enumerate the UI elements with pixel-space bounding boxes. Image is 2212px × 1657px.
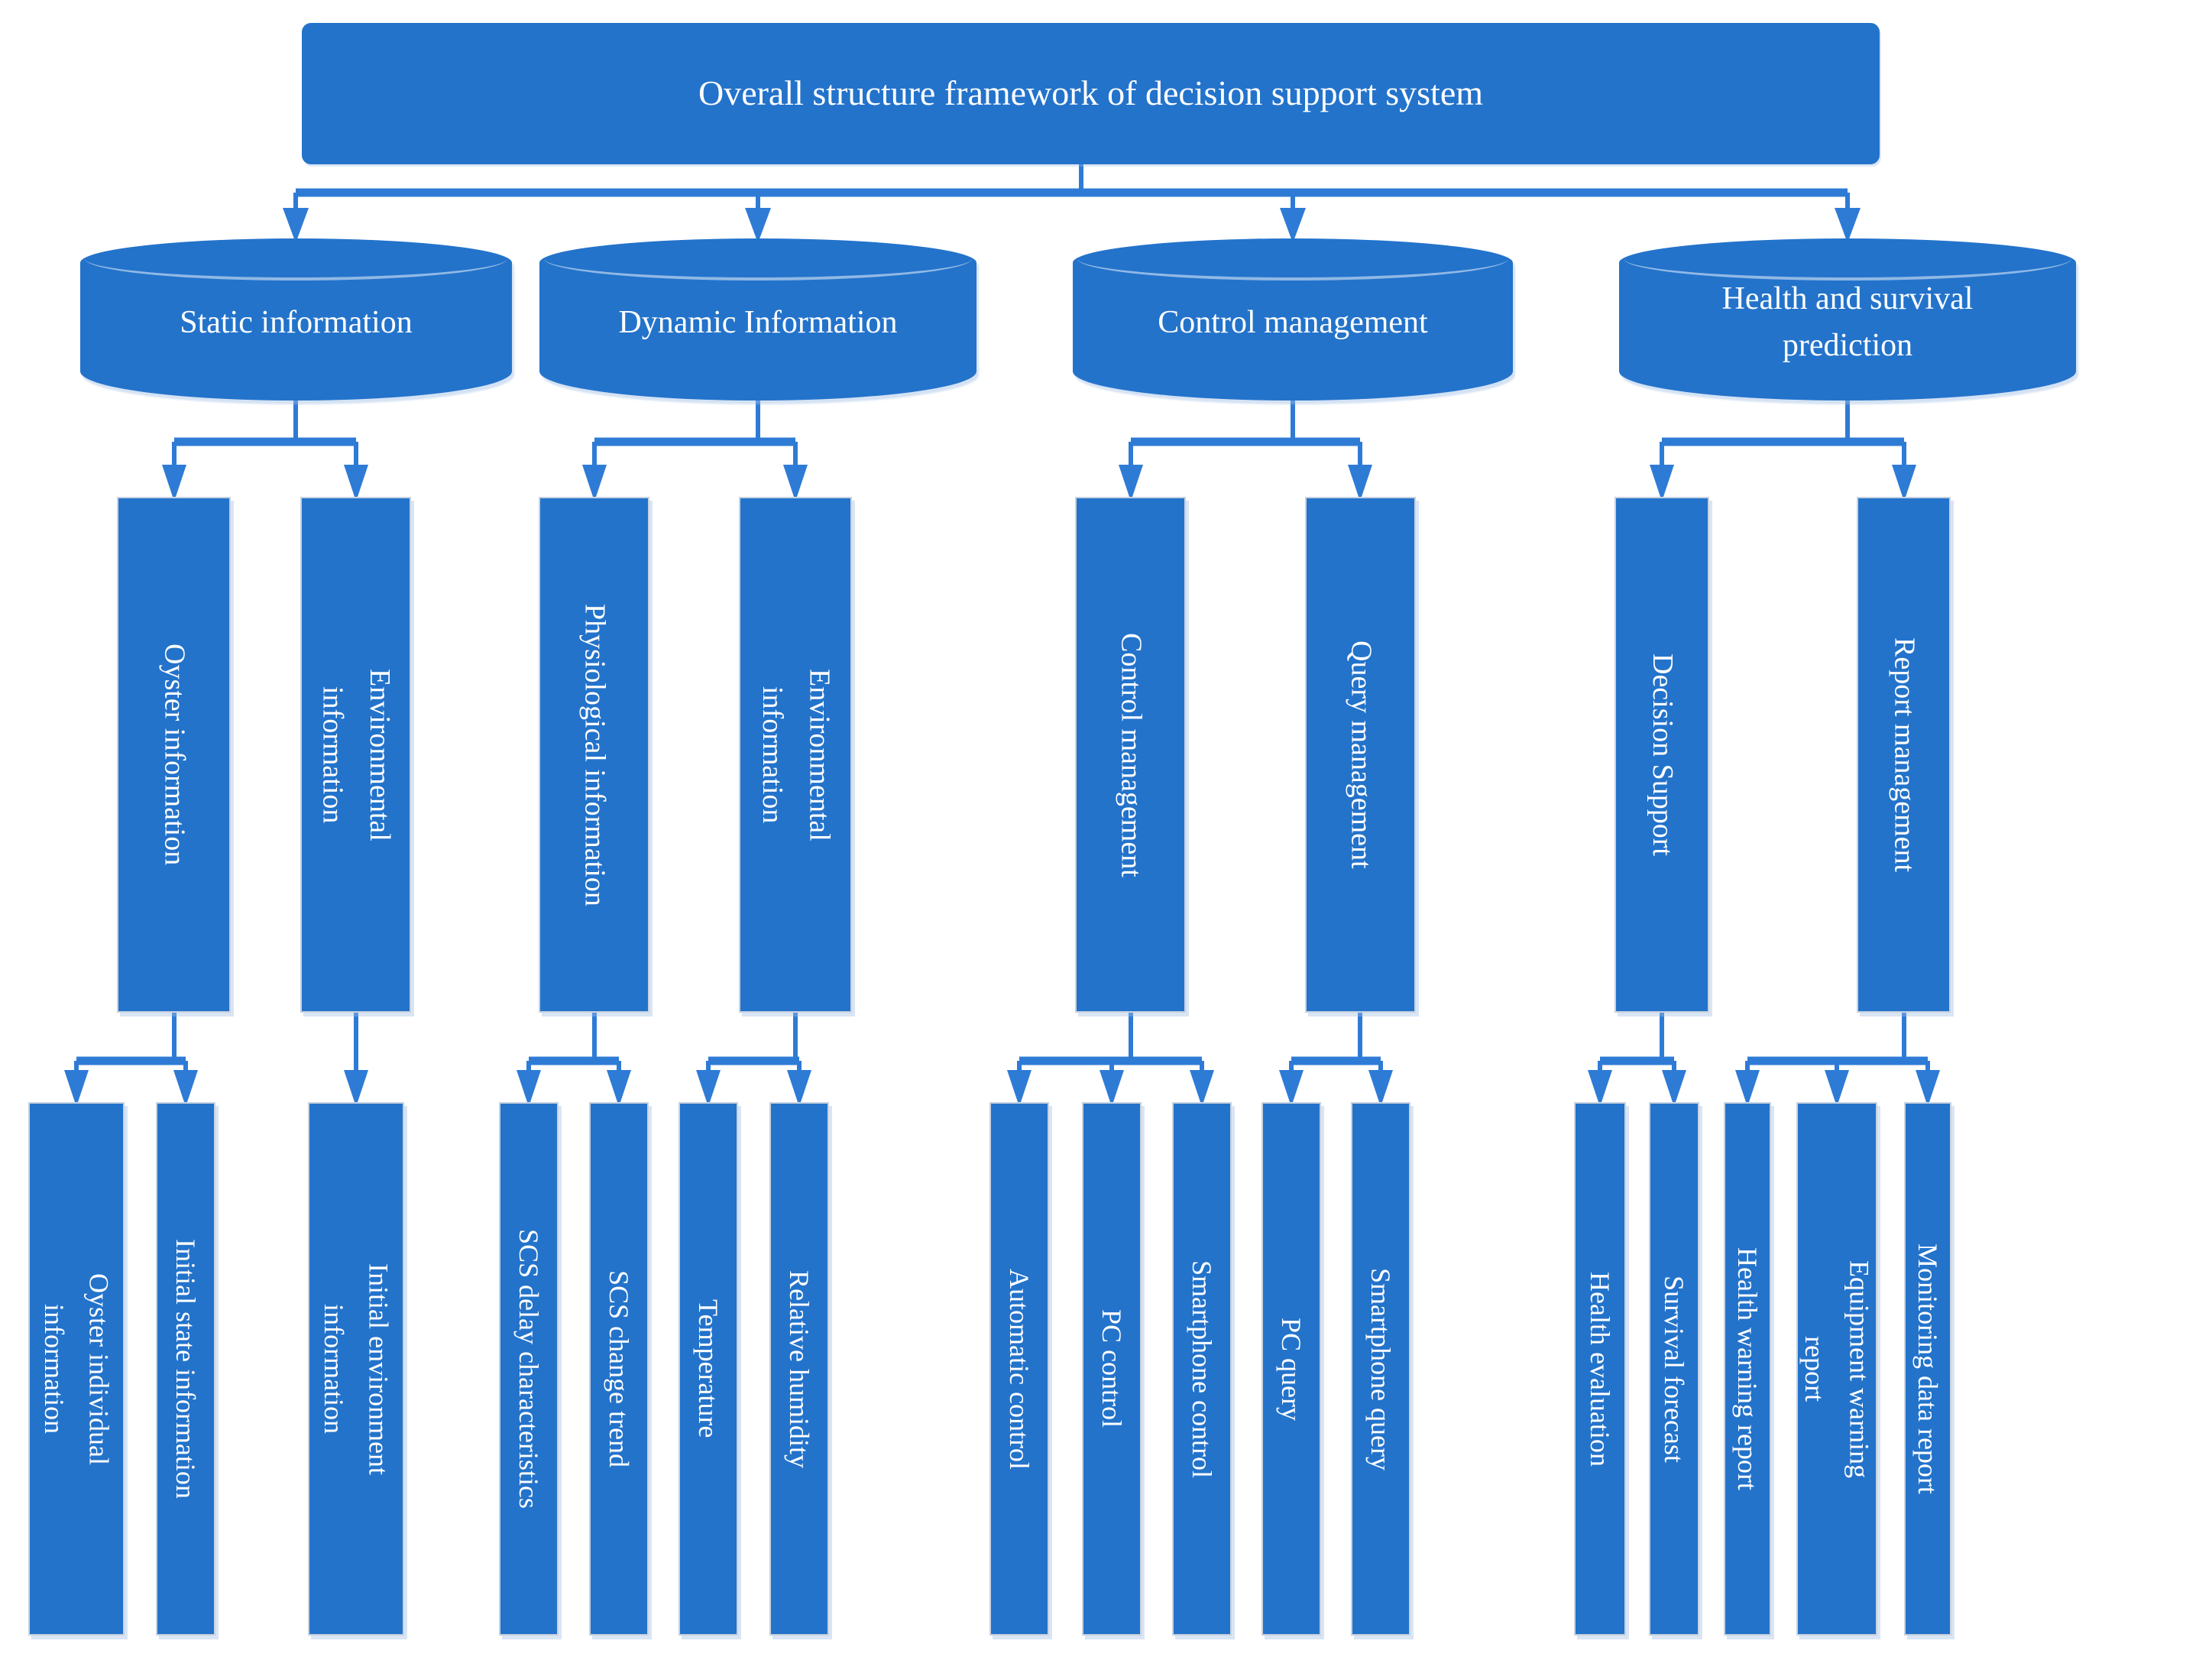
node-label: SCS change trend xyxy=(604,1270,635,1467)
node-environmental-information-dynamic: Environmental information xyxy=(739,497,852,1013)
node-label: Query management xyxy=(1345,640,1378,869)
node-label: Monitoring data report xyxy=(1912,1244,1944,1494)
node-relative-humidity: Relative humidity xyxy=(769,1102,829,1636)
node-label: Temperature xyxy=(693,1299,724,1438)
cylinder-label: Dynamic Information xyxy=(618,304,898,340)
cylinder-health-survival-prediction: Health and survival prediction xyxy=(1619,238,2076,400)
node-pc-query: PC query xyxy=(1261,1102,1321,1636)
node-label: Report management xyxy=(1888,637,1921,873)
cylinder-static-information: Static information xyxy=(80,238,512,400)
cylinder-control-management: Control management xyxy=(1073,238,1513,400)
node-label: Oyster individual information xyxy=(39,1273,115,1465)
node-label: Survival forecast xyxy=(1659,1275,1690,1463)
node-query-management: Query management xyxy=(1305,497,1416,1013)
node-label: Decision Support xyxy=(1646,653,1679,856)
node-label: Environmental information xyxy=(756,668,836,841)
node-label: Initial environment information xyxy=(319,1263,394,1475)
cylinder-label: Control management xyxy=(1158,304,1428,340)
root-label: Overall structure framework of decision … xyxy=(698,73,1484,113)
node-scs-change-trend: SCS change trend xyxy=(589,1102,649,1636)
node-label: Health warning report xyxy=(1732,1247,1763,1490)
node-label: Physiological information xyxy=(578,603,611,906)
node-health-warning-report: Health warning report xyxy=(1724,1102,1771,1636)
node-smartphone-query: Smartphone query xyxy=(1351,1102,1410,1636)
node-environmental-information-static: Environmental information xyxy=(300,497,411,1013)
node-physiological-information: Physiological information xyxy=(539,497,649,1013)
node-control-management: Control management xyxy=(1075,497,1186,1013)
node-label: Health evaluation xyxy=(1585,1271,1616,1467)
node-label: Oyster information xyxy=(158,644,191,866)
node-label: Environmental information xyxy=(316,668,397,841)
node-oyster-individual-information: Oyster individual information xyxy=(28,1102,125,1636)
node-survival-forecast: Survival forecast xyxy=(1649,1102,1699,1636)
node-label: SCS delay characteristics xyxy=(513,1229,545,1509)
node-decision-support: Decision Support xyxy=(1614,497,1709,1013)
cylinder-label: Static information xyxy=(180,304,413,340)
cylinder-label: Health and survival prediction xyxy=(1721,281,1974,363)
node-report-management: Report management xyxy=(1857,497,1951,1013)
root-box: Overall structure framework of decision … xyxy=(302,23,1880,164)
node-label: Automatic control xyxy=(1004,1268,1035,1470)
node-equipment-warning-report: Equipment warning report xyxy=(1796,1102,1877,1636)
node-label: Equipment warning report xyxy=(1799,1260,1875,1478)
node-initial-state-information: Initial state information xyxy=(156,1102,215,1636)
node-automatic-control: Automatic control xyxy=(989,1102,1049,1636)
node-health-evaluation: Health evaluation xyxy=(1574,1102,1626,1636)
node-label: PC control xyxy=(1096,1309,1128,1428)
node-label: Control management xyxy=(1115,632,1148,877)
node-label: Smartphone query xyxy=(1365,1267,1397,1471)
node-label: Relative humidity xyxy=(784,1270,815,1468)
node-label: Smartphone control xyxy=(1187,1260,1218,1478)
node-monitoring-data-report: Monitoring data report xyxy=(1904,1102,1951,1636)
cylinder-dynamic-information: Dynamic Information xyxy=(539,238,976,400)
node-label: Initial state information xyxy=(170,1239,202,1499)
arrowhead-markers xyxy=(64,208,1940,1107)
node-temperature: Temperature xyxy=(678,1102,738,1636)
node-initial-environment-information: Initial environment information xyxy=(308,1102,404,1636)
node-scs-delay-characteristics: SCS delay characteristics xyxy=(499,1102,559,1636)
connector-lines xyxy=(74,163,1930,1070)
node-oyster-information: Oyster information xyxy=(117,497,231,1013)
node-label: PC query xyxy=(1276,1317,1307,1421)
node-smartphone-control: Smartphone control xyxy=(1172,1102,1232,1636)
node-pc-control: PC control xyxy=(1082,1102,1142,1636)
